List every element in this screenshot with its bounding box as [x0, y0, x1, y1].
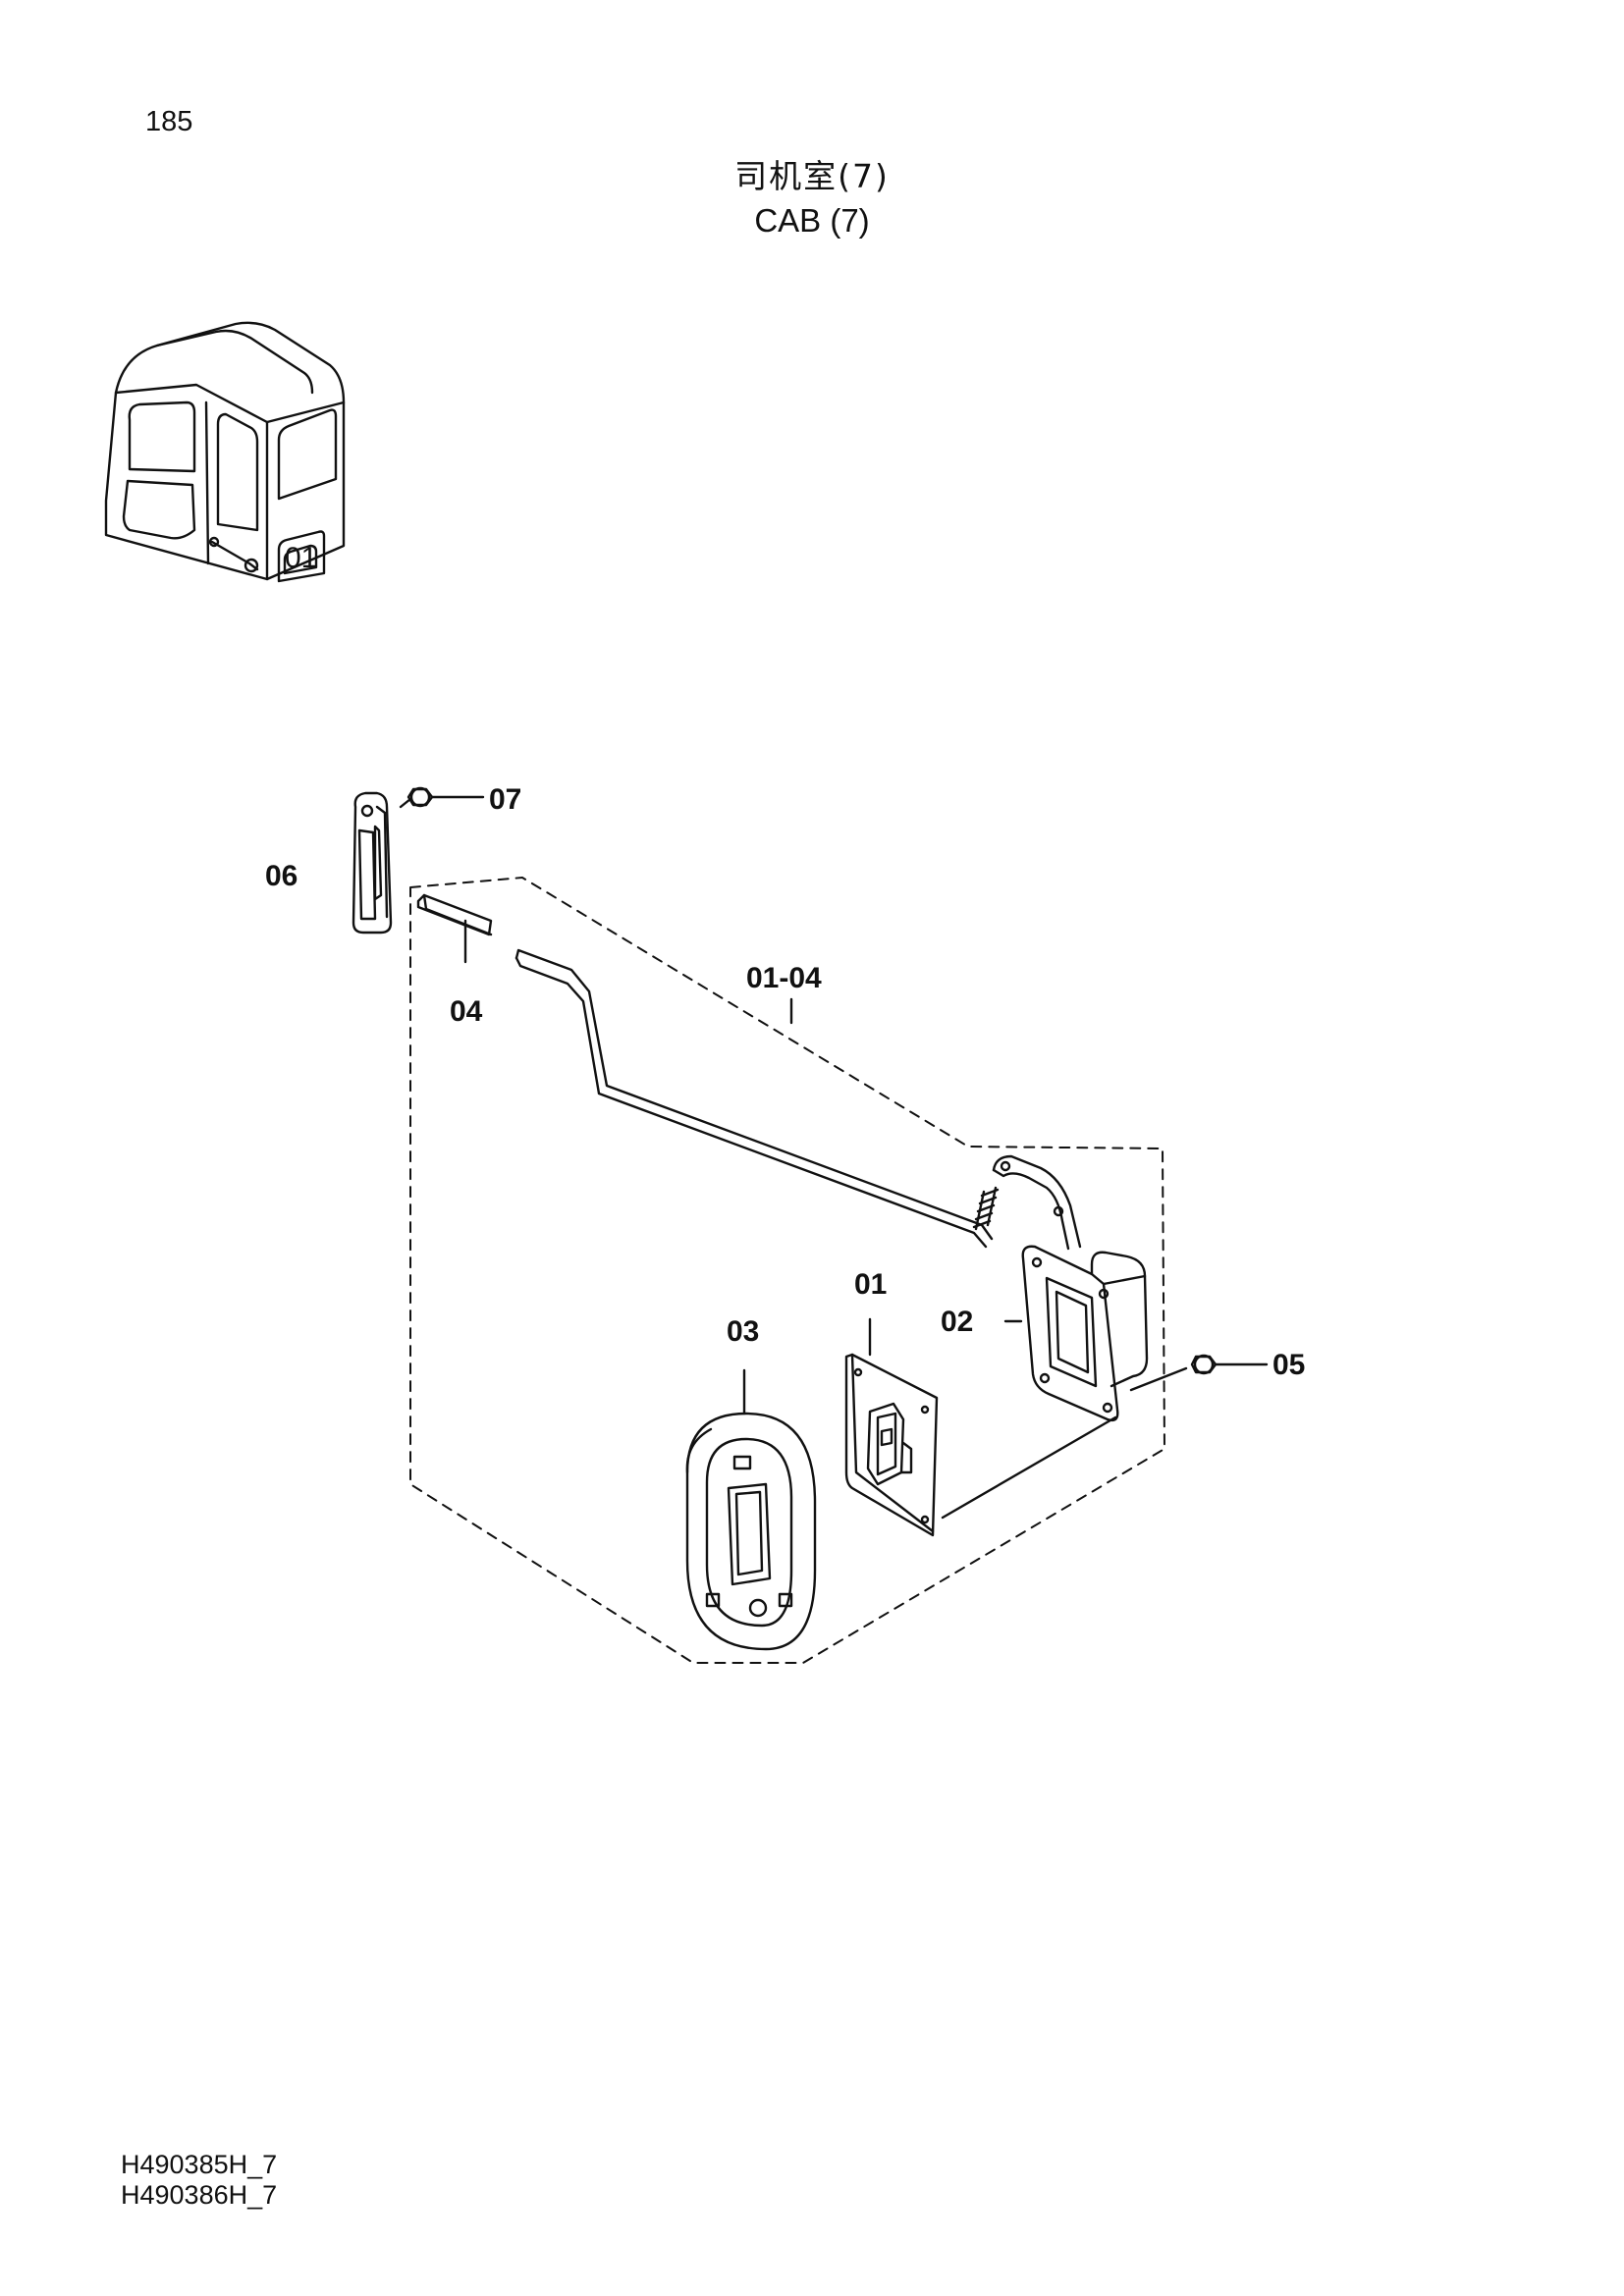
- page-number: 185: [145, 106, 193, 137]
- group-boundary: [409, 877, 1165, 1664]
- part-07-bolt: [399, 786, 485, 809]
- callout-04: 04: [450, 995, 483, 1028]
- title-chinese: 司机室(7): [734, 157, 890, 195]
- spring: [972, 1186, 1000, 1231]
- title-english: CAB (7): [754, 202, 870, 239]
- drawing-code: H490386H_7: [121, 2180, 278, 2210]
- callout-01: 01: [854, 1268, 887, 1301]
- callout-06: 06: [265, 860, 298, 892]
- part-03-escutcheon: [685, 1368, 817, 1651]
- callout-group: 01-04: [746, 962, 822, 994]
- callout-02: 02: [941, 1306, 973, 1338]
- drawing-code: H490385H_7: [121, 2150, 278, 2179]
- part-02-housing: [941, 1245, 1149, 1520]
- part-04-grip: [416, 893, 493, 964]
- part-05-bolt: [1129, 1354, 1269, 1392]
- part-06-cover: [352, 791, 393, 934]
- callout-03: 03: [727, 1315, 759, 1348]
- lever-bracket: [992, 1154, 1082, 1251]
- cab-thumbnail: [104, 321, 346, 583]
- callout-07: 07: [489, 783, 521, 816]
- rod: [514, 948, 994, 1249]
- thumbnail-label: 01: [285, 542, 317, 574]
- part-01-latch: [844, 1317, 939, 1537]
- callout-05: 05: [1272, 1349, 1305, 1381]
- drawing-codes: H490385H_7 H490386H_7: [121, 2150, 277, 2211]
